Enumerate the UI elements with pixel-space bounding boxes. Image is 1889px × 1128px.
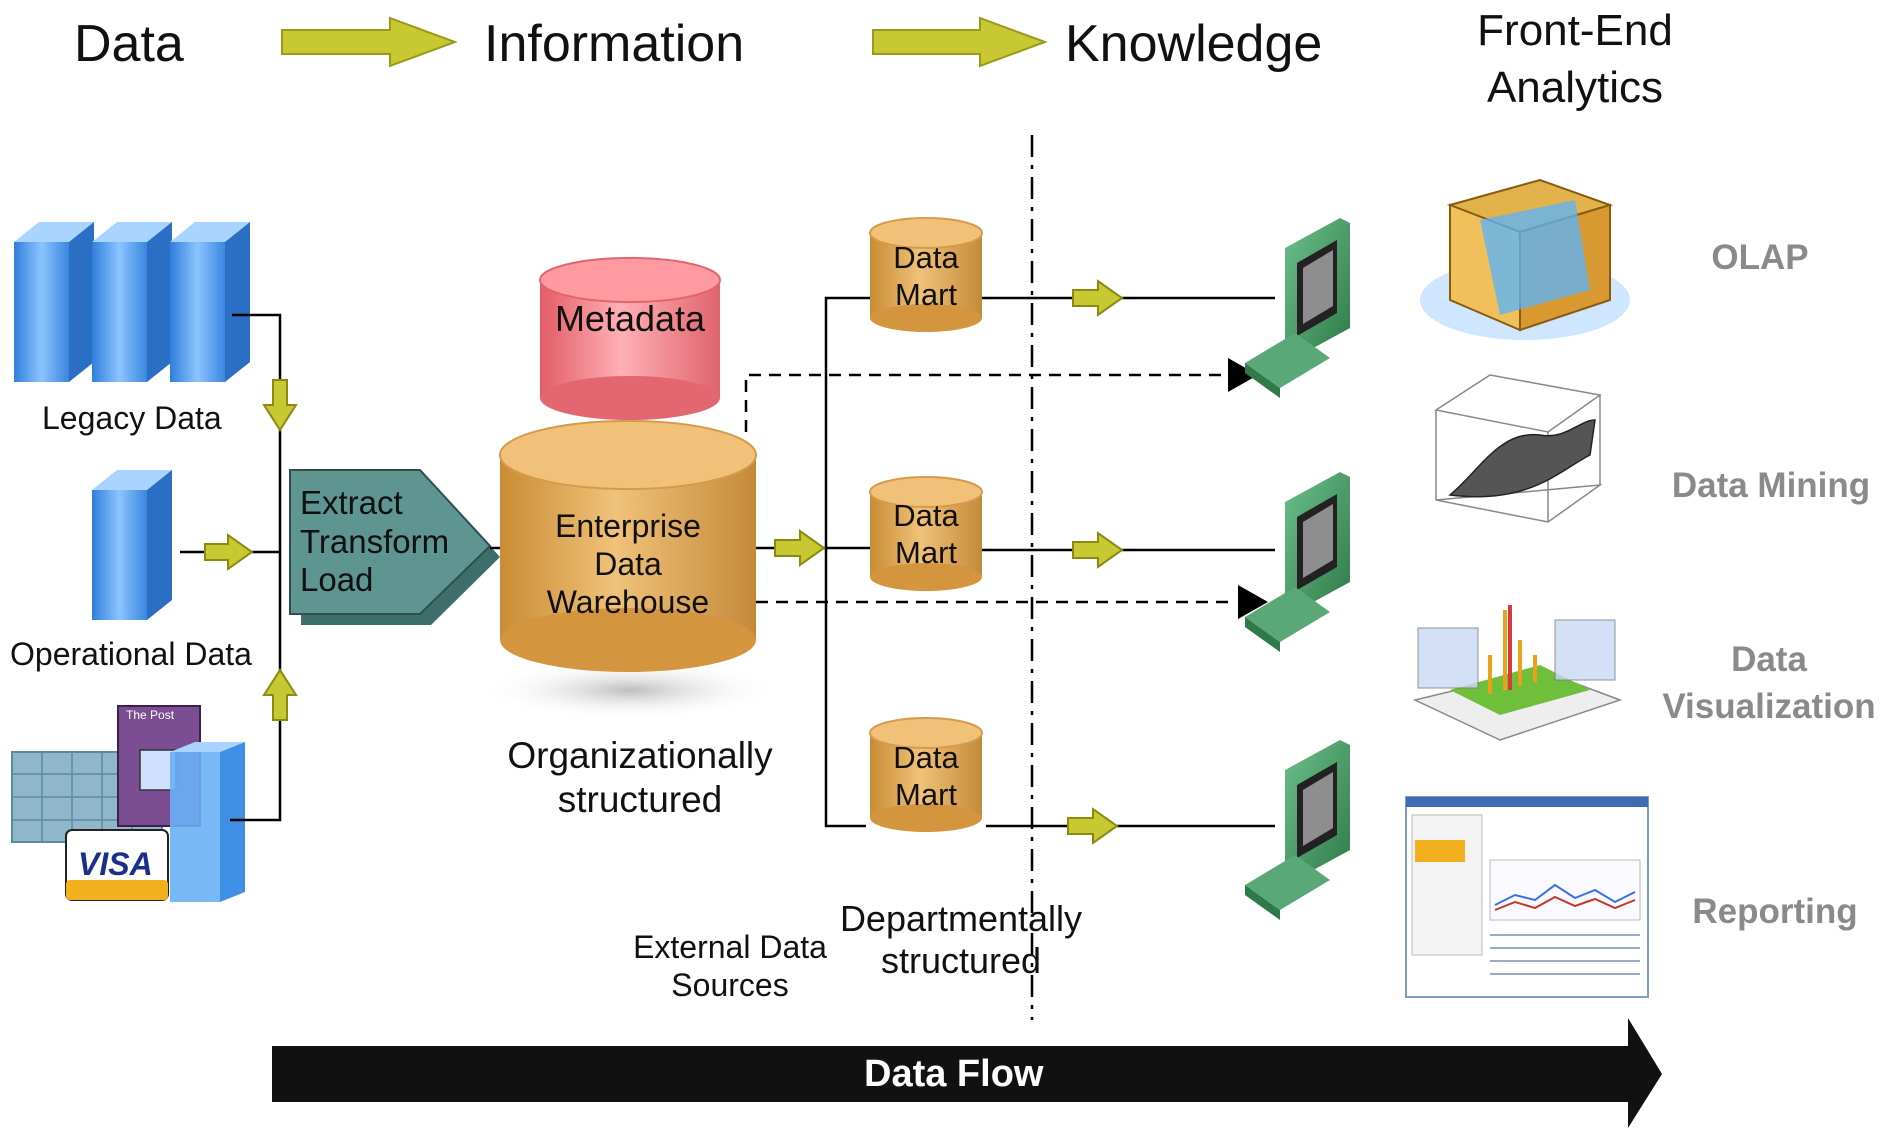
operational-data-server-icon [92, 470, 172, 620]
data-flow-label: Data Flow [864, 1053, 1044, 1095]
data-mining-label: Data Mining [1671, 466, 1871, 505]
data-mart-cylinder-3 [869, 717, 983, 832]
legacy-data-servers-icon [14, 222, 250, 382]
data-visualization-label: Data Visualization [1662, 640, 1876, 727]
metadata-label: Metadata [554, 298, 706, 339]
data-mining-surface-image [1434, 374, 1603, 523]
header-arrow-1 [281, 16, 458, 68]
metadata-cylinder [539, 257, 721, 420]
doc-caption-label: The Post [126, 708, 175, 722]
computer-icon-2 [1245, 472, 1350, 652]
stage-data-label: Data [74, 15, 184, 73]
stage-frontend-analytics-label: Front-End Analytics [1477, 6, 1673, 113]
departmentally-structured-label: Departmentally structured [839, 898, 1083, 982]
data-mart-label-1: Data Mart [893, 240, 959, 312]
edw-cylinder [480, 420, 780, 720]
org-structured-label: Organizationally structured [507, 735, 773, 820]
data-mart-cylinder-2 [869, 476, 983, 591]
olap-label: OLAP [1711, 238, 1809, 277]
olap-cube-image [1420, 178, 1630, 340]
source-yellow-arrows [204, 379, 298, 721]
computer-icon-3 [1245, 740, 1350, 920]
warehouse-mart-lines [756, 296, 1275, 828]
operational-data-label: Operational Data [10, 636, 252, 672]
stage-information-label: Information [484, 15, 745, 73]
reporting-screenshot-image [1405, 796, 1649, 998]
external-sources-collage-icon [11, 705, 245, 902]
data-mart-label-3: Data Mart [893, 740, 959, 812]
data-mart-cylinder-1 [869, 217, 983, 332]
etl-label: Extract Transform Load [300, 484, 450, 599]
visa-card-label: VISA [78, 846, 153, 882]
flow-yellow-arrows [774, 279, 1124, 845]
data-visualization-image [1412, 605, 1623, 741]
etl-shape [289, 469, 500, 625]
dashed-direct-paths [744, 373, 1228, 604]
computer-icon-1 [1245, 218, 1350, 398]
data-mart-label-2: Data Mart [893, 498, 959, 570]
reporting-label: Reporting [1692, 892, 1858, 931]
external-data-sources-label: External Data Sources [633, 929, 827, 1004]
legacy-data-label: Legacy Data [42, 400, 222, 436]
data-flow-arrow [272, 1018, 1662, 1128]
edw-label: Enterprise Data Warehouse [546, 508, 710, 620]
dashed-arrowhead-1 [1228, 358, 1258, 392]
stage-knowledge-label: Knowledge [1065, 15, 1323, 73]
header-arrow-2 [872, 16, 1048, 68]
dashed-arrowhead-2 [1238, 585, 1268, 619]
